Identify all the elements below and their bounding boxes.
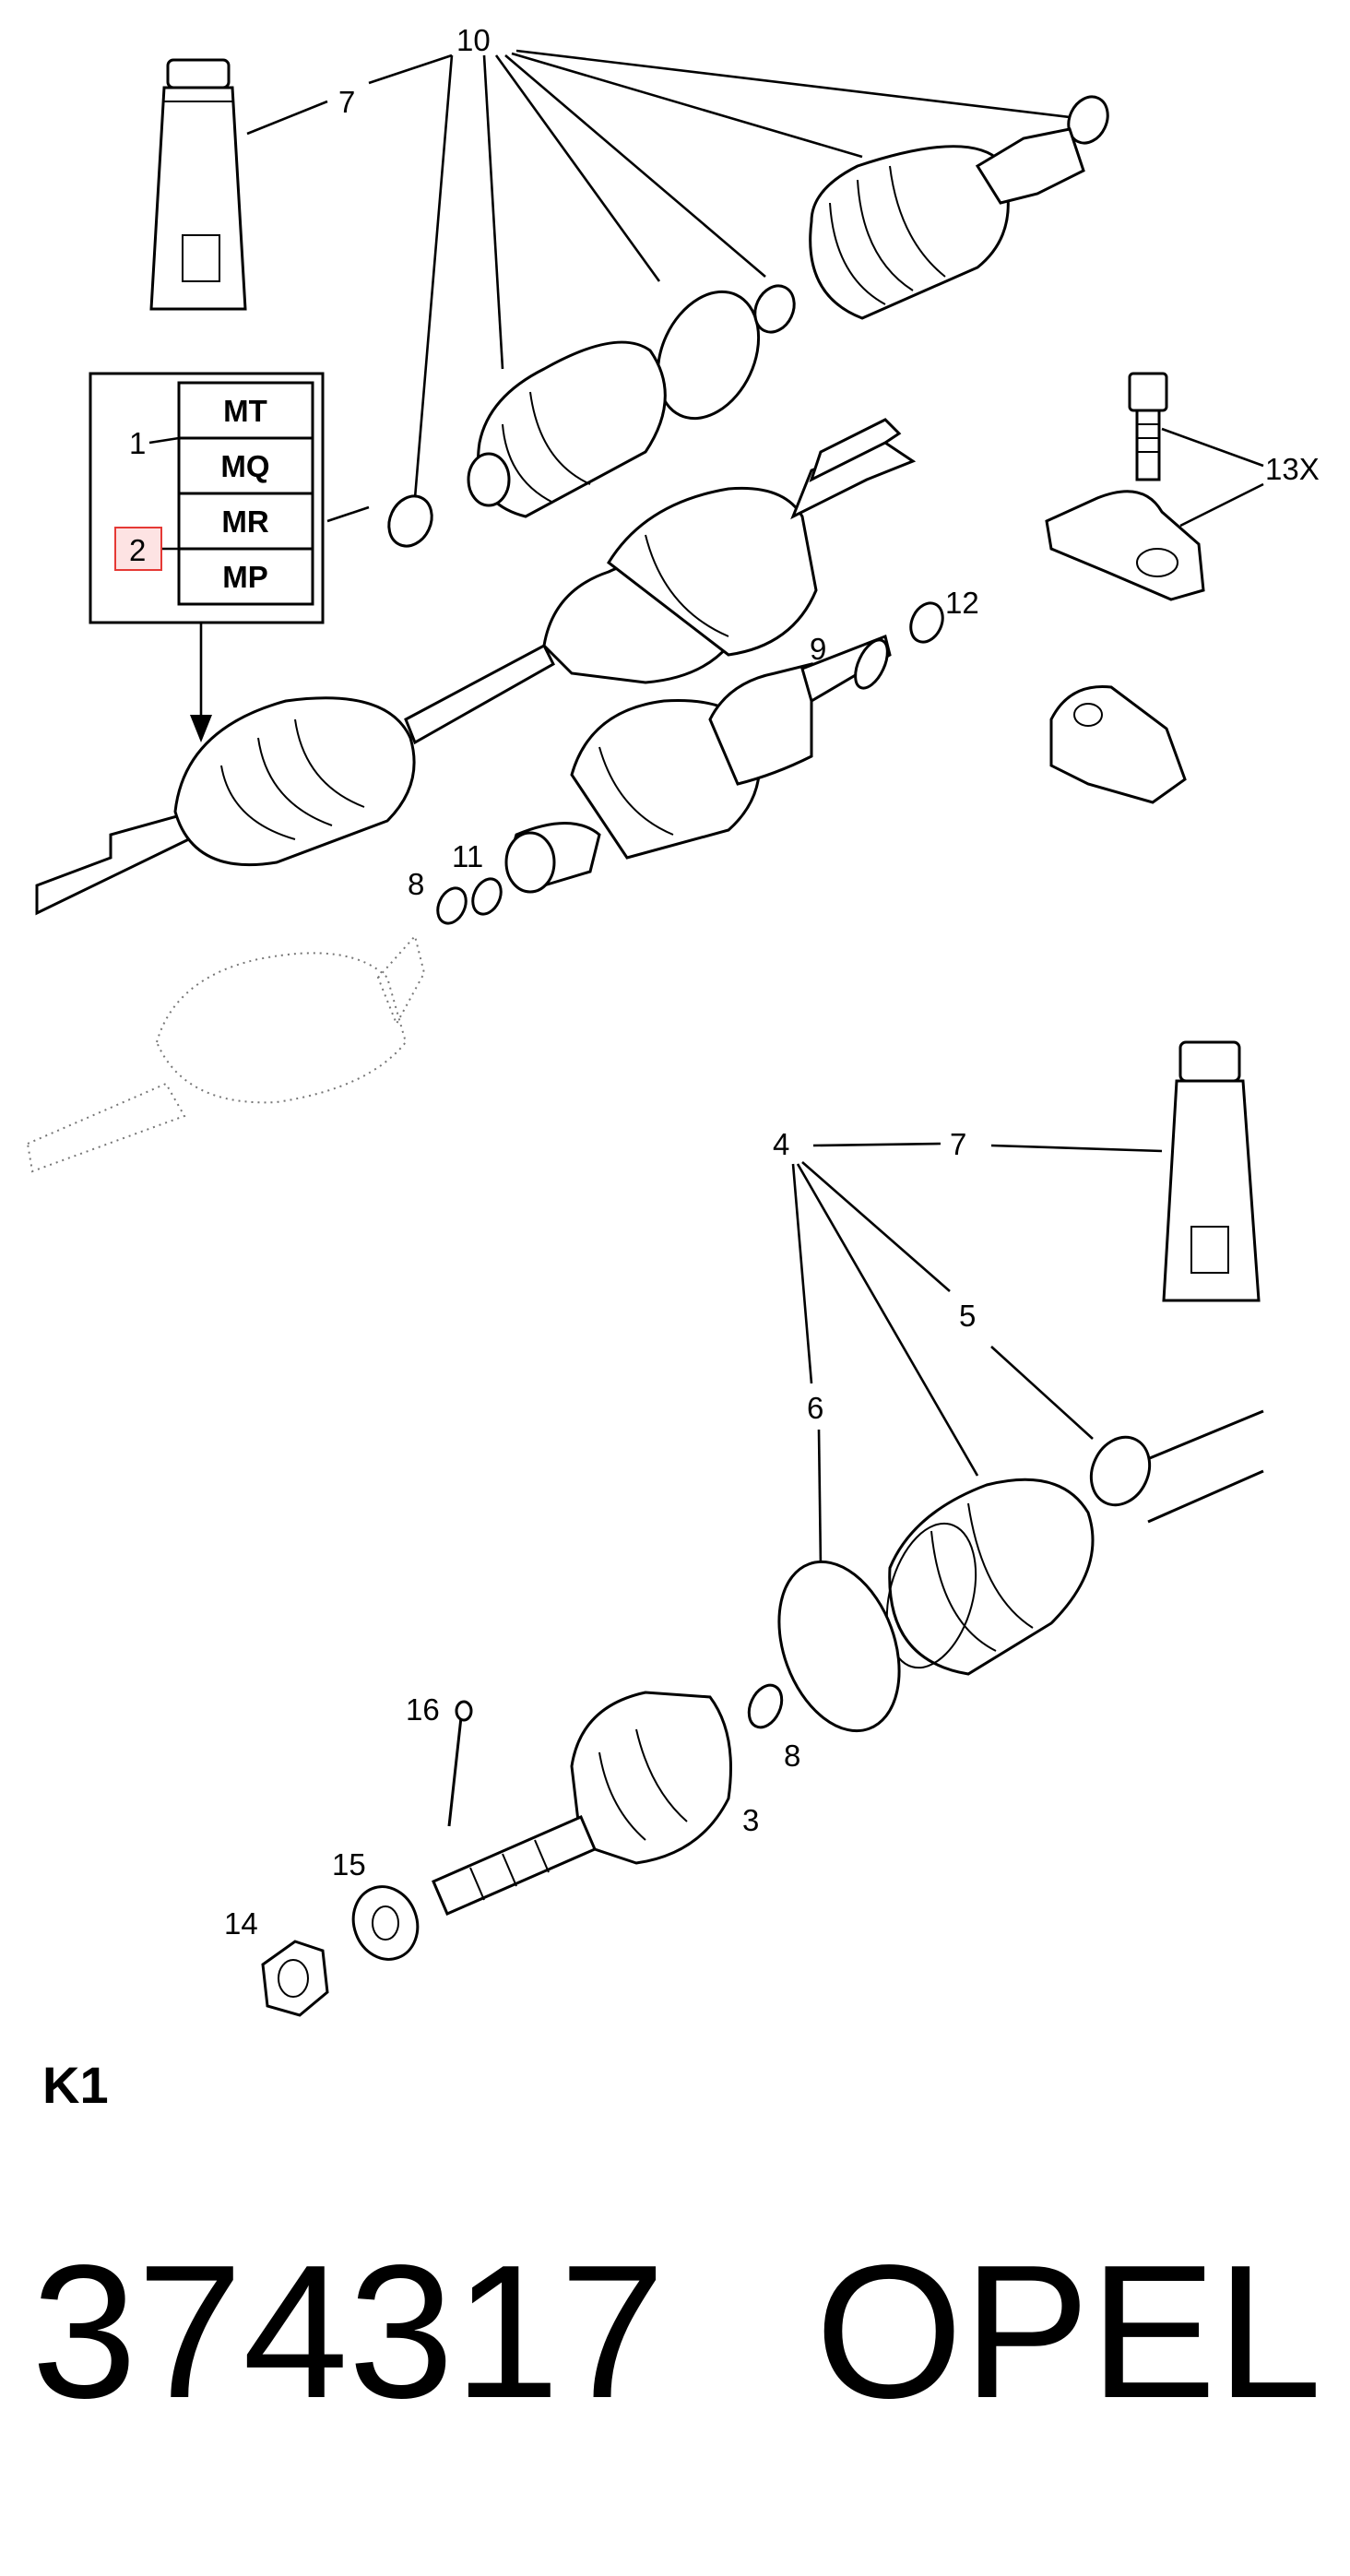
callout-lines-bottom — [791, 1142, 1163, 1569]
circlip-8-bottom — [747, 1683, 784, 1729]
ghost-shaft — [26, 933, 426, 1173]
callout-lines-top — [246, 49, 1264, 528]
box-code-1: MT — [223, 394, 267, 428]
label-14: 14 — [224, 1906, 258, 1941]
washer-hole — [372, 1905, 399, 1941]
box-code-3: MR — [221, 505, 268, 539]
label-15: 15 — [332, 1847, 366, 1882]
highlight-box — [114, 527, 162, 571]
label-3: 3 — [742, 1803, 759, 1837]
shaft-bottom — [1129, 1409, 1264, 1524]
small-clamp-left — [387, 494, 433, 548]
box-label-2: 2 — [129, 533, 146, 567]
sheet-code: K1 — [42, 2056, 109, 2114]
outer-boot-top — [809, 127, 1085, 320]
circlip-8-top — [436, 886, 468, 925]
label-12: 12 — [945, 586, 979, 620]
outer-boot-bottom — [885, 1478, 1095, 1676]
label-11: 11 — [452, 839, 483, 873]
box-code-4: MP — [222, 560, 268, 594]
cotter-pin-16 — [447, 1700, 473, 1827]
label-10: 10 — [456, 23, 491, 57]
label-7-bottom: 7 — [950, 1127, 966, 1161]
small-clamp-top — [753, 284, 796, 334]
clamp-5 — [1089, 1435, 1152, 1507]
bracket-upper — [1045, 490, 1205, 601]
box-label-1: 1 — [129, 426, 146, 460]
band-clamp-top — [656, 290, 761, 421]
part-number: 374317 — [31, 2226, 666, 2438]
band-clamp-bottom — [777, 1560, 901, 1733]
circlip-11 — [471, 877, 503, 916]
label-6: 6 — [807, 1391, 823, 1425]
label-13x: 13X — [1265, 452, 1320, 486]
label-8-bottom: 8 — [784, 1739, 800, 1773]
inner-joint-middle — [504, 634, 892, 894]
grease-tube-bottom — [1162, 1040, 1261, 1302]
castle-nut-14 — [261, 1940, 329, 2017]
inner-boot-top — [467, 340, 667, 518]
grease-tube-top — [149, 58, 247, 311]
outer-joint-bottom — [432, 1691, 732, 1916]
label-9: 9 — [810, 632, 826, 666]
box-code-2: MQ — [220, 449, 269, 483]
circlip-12 — [909, 601, 944, 644]
label-8-top: 8 — [408, 867, 424, 901]
bracket-lower — [1049, 684, 1187, 804]
manufacturer-name: OPEL — [815, 2226, 1322, 2438]
label-16: 16 — [406, 1692, 440, 1727]
circlip-ring-top — [1067, 95, 1109, 145]
washer-15 — [351, 1885, 420, 1961]
variant-code-box: MT MQ MR MP 1 2 — [89, 372, 325, 742]
arrow-down — [190, 715, 212, 742]
bolt-13x — [1128, 372, 1168, 481]
label-4: 4 — [773, 1127, 789, 1161]
label-7-top: 7 — [338, 85, 355, 119]
label-5: 5 — [959, 1299, 976, 1333]
drive-shaft-assembly — [35, 418, 917, 916]
